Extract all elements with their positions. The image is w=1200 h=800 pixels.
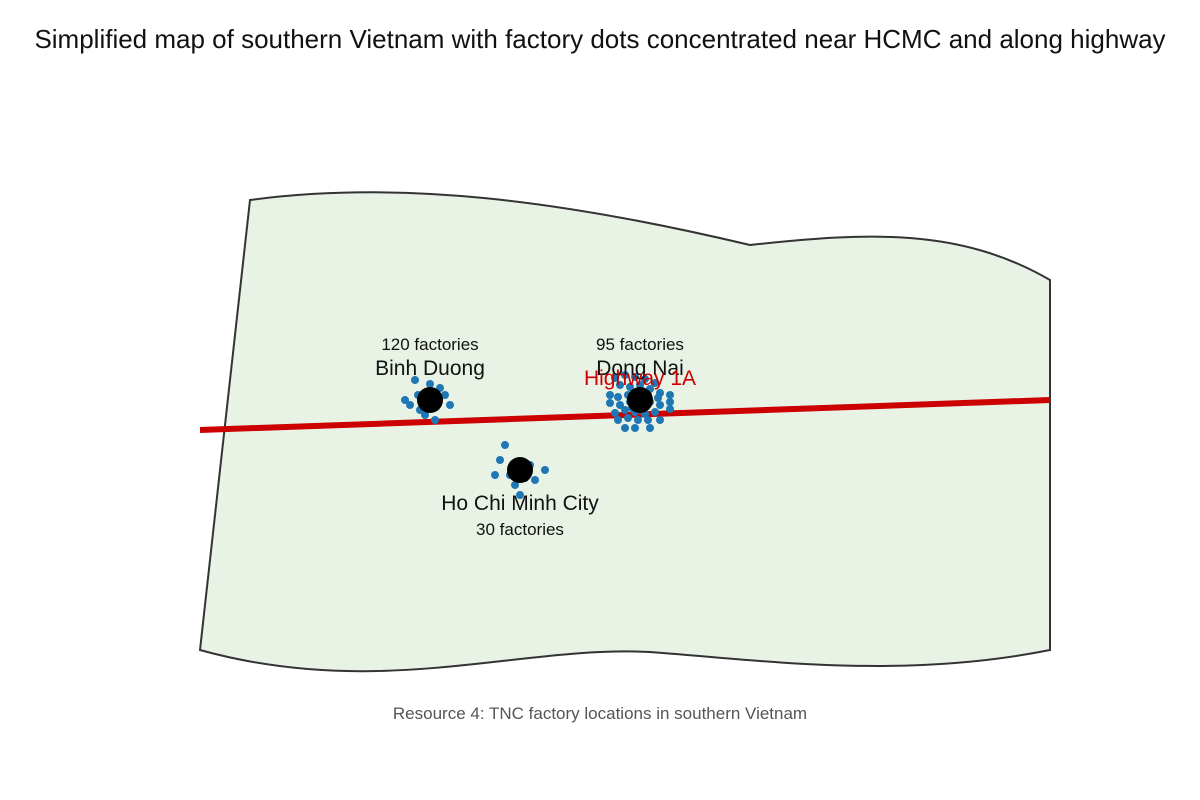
factory-dot bbox=[511, 481, 519, 489]
city-label-binh-duong: Binh Duong bbox=[375, 357, 485, 380]
highway-line bbox=[199, 397, 1051, 433]
factory-dot bbox=[616, 381, 624, 389]
factory-dot bbox=[616, 401, 624, 409]
factory-dot bbox=[614, 416, 622, 424]
factory-dot bbox=[401, 396, 409, 404]
factory-dot bbox=[491, 471, 499, 479]
factory-dot bbox=[626, 383, 634, 391]
highway-label: Highway 1A bbox=[584, 367, 696, 390]
map-title: Simplified map of southern Vietnam with … bbox=[34, 24, 1166, 54]
factory-dot bbox=[611, 374, 619, 382]
factory-dot bbox=[611, 409, 619, 417]
factory-dot bbox=[644, 416, 652, 424]
factory-dot bbox=[541, 466, 549, 474]
city-marker-dong-nai bbox=[627, 387, 653, 413]
factory-dot bbox=[651, 408, 659, 416]
factory-dot bbox=[426, 380, 434, 388]
factory-dot bbox=[646, 424, 654, 432]
factory-dot bbox=[606, 399, 614, 407]
city-factories-hcmc: 30 factories bbox=[476, 520, 564, 539]
factory-dot bbox=[621, 406, 629, 414]
factory-dot bbox=[411, 376, 419, 384]
factory-dot bbox=[421, 411, 429, 419]
factory-dot bbox=[624, 414, 632, 422]
factory-dot bbox=[431, 416, 439, 424]
city-marker-hcmc bbox=[507, 457, 533, 483]
factory-dot bbox=[666, 405, 674, 413]
factory-dot bbox=[614, 393, 622, 401]
factory-dot bbox=[641, 375, 649, 383]
factory-dot bbox=[666, 398, 674, 406]
factory-dot bbox=[441, 391, 449, 399]
city-factories-dong-nai: 95 factories bbox=[596, 335, 684, 354]
city-label-hcmc: Ho Chi Minh City bbox=[441, 492, 599, 515]
factory-dot bbox=[531, 476, 539, 484]
city-label-dong-nai: Dong Nai bbox=[596, 357, 684, 380]
city-marker-binh-duong bbox=[417, 387, 443, 413]
factory-dot bbox=[496, 456, 504, 464]
factory-dot bbox=[631, 424, 639, 432]
map-caption: Resource 4: TNC factory locations in sou… bbox=[392, 704, 808, 723]
factory-dot bbox=[516, 491, 524, 499]
factory-dot bbox=[631, 373, 639, 381]
factory-dot bbox=[656, 401, 664, 409]
factory-dot bbox=[446, 401, 454, 409]
factory-dot bbox=[654, 394, 662, 402]
factory-dot bbox=[406, 401, 414, 409]
factory-dot bbox=[656, 416, 664, 424]
factory-dot bbox=[621, 424, 629, 432]
factory-dot bbox=[636, 381, 644, 389]
factory-dot bbox=[634, 416, 642, 424]
factory-dot bbox=[501, 441, 509, 449]
city-factories-binh-duong: 120 factories bbox=[381, 335, 478, 354]
factory-dot bbox=[666, 391, 674, 399]
factory-dot bbox=[621, 371, 629, 379]
factory-dot bbox=[651, 379, 659, 387]
factory-dot bbox=[606, 391, 614, 399]
